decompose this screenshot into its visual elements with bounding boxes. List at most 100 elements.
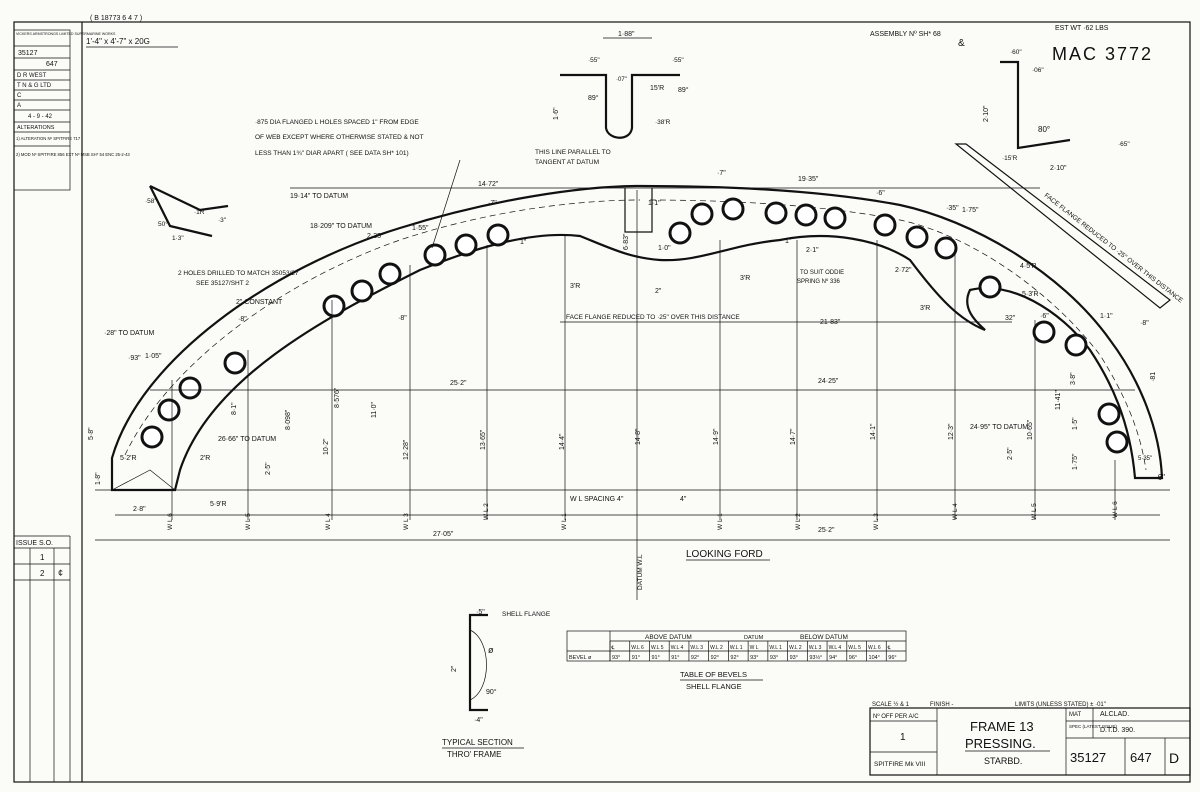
tb-finish: FINISH -	[930, 702, 953, 708]
dim-3r-a: 3'R	[570, 283, 580, 290]
sec-phi: ø	[488, 645, 494, 655]
hole	[905, 225, 929, 249]
section-title-2: THRO' FRAME	[447, 750, 501, 759]
dim-89b: 89°	[678, 86, 689, 94]
hole	[1097, 402, 1121, 426]
issue-1: 1	[40, 553, 45, 562]
dim-8-1: 8·1"	[231, 402, 238, 415]
hole	[157, 398, 181, 422]
tb-mat-label: MAT	[1069, 712, 1082, 718]
top-right-detail: ·60" ·06" 2·10" 80° ·65" ·15'R 2·10"	[983, 49, 1130, 172]
dim-14-9: 14·9"	[713, 428, 720, 445]
hole	[350, 279, 374, 303]
bevel-cells: ℄93°W.L 691°W.L 591°W.L 491°W.L 392°W.L …	[609, 641, 897, 661]
alteration-2: 2) MOD Nº SPITFIRE 856 EXT Nº MSB SH* 54…	[16, 152, 130, 157]
parallel-note-2: TANGENT AT DATUM	[535, 159, 599, 166]
holes-note-1: ·875 DIA FLANGED L HOLES SPACED 1" FROM …	[255, 119, 419, 126]
bevel-value-cell: 92°	[730, 655, 738, 661]
bevel-value-cell: 92°	[691, 655, 699, 661]
company-name: VICKERS ARMSTRONGS LIMITED SUPERMARINE W…	[16, 32, 116, 36]
hole	[423, 243, 447, 267]
dim-6a: ·6"	[876, 190, 885, 197]
bevel-value-cell: 93°	[790, 655, 798, 661]
hole	[486, 223, 510, 247]
wl-label: W L 4	[325, 513, 332, 530]
dim-4-5r: 4·5'R	[1020, 263, 1037, 270]
left-sheet-no: 647	[46, 61, 58, 68]
dim-2r: 2'R	[200, 455, 210, 462]
top-section-detail: 1·88" ·55" ·55" ·07" 15'R 89° 89° 1·6" ·…	[553, 31, 689, 139]
dim-8b: ·8"	[238, 316, 247, 323]
holes-note-2: OF WEB EXCEPT WHERE OTHERWISE STATED & N…	[255, 134, 424, 141]
dim-26-66: 26·66" TO DATUM	[218, 436, 276, 443]
left-angle-profile	[149, 185, 229, 238]
dim-58: ·58"	[145, 198, 157, 205]
shell-flange-label: SHELL FLANGE	[502, 611, 551, 618]
title-block-frame	[869, 707, 1191, 776]
dim-1-55: 1·55"	[412, 225, 429, 232]
dim-1-88: 1·88"	[618, 31, 635, 38]
dim-19-14: 19·14" TO DATUM	[290, 193, 348, 200]
hole	[690, 202, 714, 226]
hole	[378, 262, 402, 286]
dim-25-2b: 25·2"	[818, 527, 835, 534]
dim-93: ·93"	[128, 355, 141, 362]
tb-issue: D	[1169, 750, 1179, 766]
hole	[322, 294, 346, 318]
dim-2a: 2"	[655, 288, 662, 295]
hole	[934, 236, 958, 260]
issue-box: ISSUE S.O. 1 2 ¢	[14, 535, 71, 782]
dim-1-75b: 1·75"	[1072, 453, 1079, 470]
mac-number: MAC 3772	[1052, 44, 1153, 64]
centre-joint	[624, 188, 653, 233]
dim-2-8: 2·8"	[133, 506, 146, 513]
dim-14-8: 14·8"	[635, 428, 642, 445]
bevel-header-cell: ℄	[887, 645, 892, 651]
dim-1-8: 1·8"	[95, 472, 102, 485]
sec-dim-4: ·4"	[474, 717, 483, 724]
dim-2-72: 2·72"	[895, 267, 912, 274]
dim-1a: 1"	[785, 238, 792, 245]
hole	[1064, 333, 1088, 357]
wl-label: W L 3	[403, 513, 410, 530]
material-size: 1'-4" x 4'-7" x 20G	[86, 37, 150, 46]
wl-label: W L 4	[952, 503, 959, 520]
typical-section: ·5" SHELL FLANGE 2" ø 90° ·4" TYPICAL SE…	[442, 609, 551, 759]
web-line	[124, 199, 641, 456]
dim-3r-b: 3'R	[740, 275, 750, 282]
bevel-header-cell: W.L 6	[631, 645, 644, 651]
suit-oddie-1: TO SUIT ODDIE	[800, 270, 844, 276]
wl-spacing: W L SPACING 4"	[570, 496, 624, 503]
bevel-above: ABOVE DATUM	[645, 634, 692, 641]
hole	[668, 221, 692, 245]
drilled-note-2: SEE 35127/SHT 2	[196, 280, 249, 287]
sheet-border	[13, 21, 1191, 783]
left-angle-detail: ·58" ·1R ·3" 50° 1·3"	[145, 185, 229, 242]
dim-7b: ·7"	[717, 170, 726, 177]
dim-16: 1·6"	[553, 107, 560, 120]
dim-50: 50°	[158, 220, 168, 228]
dim-12-3: 12·3"	[948, 423, 955, 440]
dim-38r: ·38'R	[655, 119, 671, 126]
bevel-value-cell: 93°	[612, 655, 620, 661]
bevel-datum: DATUM	[744, 635, 764, 641]
dim-65: ·65"	[1118, 141, 1130, 148]
tb-title-1: FRAME 13	[970, 719, 1034, 734]
tb-spec-label: SPEC (LATEST ISSUE)	[1069, 724, 1117, 729]
bevel-caption-1: TABLE OF BEVELS	[680, 670, 747, 679]
section-arc	[469, 629, 487, 701]
dim-3r-c: 3'R	[920, 305, 930, 312]
bevel-value-cell: 93°	[770, 655, 778, 661]
hole	[223, 351, 247, 375]
issue-2: 2	[40, 569, 45, 578]
section-profile	[468, 613, 488, 712]
tb-scale: SCALE ½ & 1	[872, 701, 910, 708]
dim-24-25: 24·25"	[818, 378, 839, 385]
dim-14-7: 14·7"	[790, 428, 797, 445]
hole	[978, 275, 1002, 299]
tb-sheet-no: 647	[1130, 750, 1152, 765]
tb-off-value: 1	[900, 732, 906, 743]
bevel-header-cell: W.L 4	[829, 645, 842, 651]
dim-15r: 15'R	[650, 85, 664, 92]
bevel-value-cell: 96°	[888, 655, 896, 661]
